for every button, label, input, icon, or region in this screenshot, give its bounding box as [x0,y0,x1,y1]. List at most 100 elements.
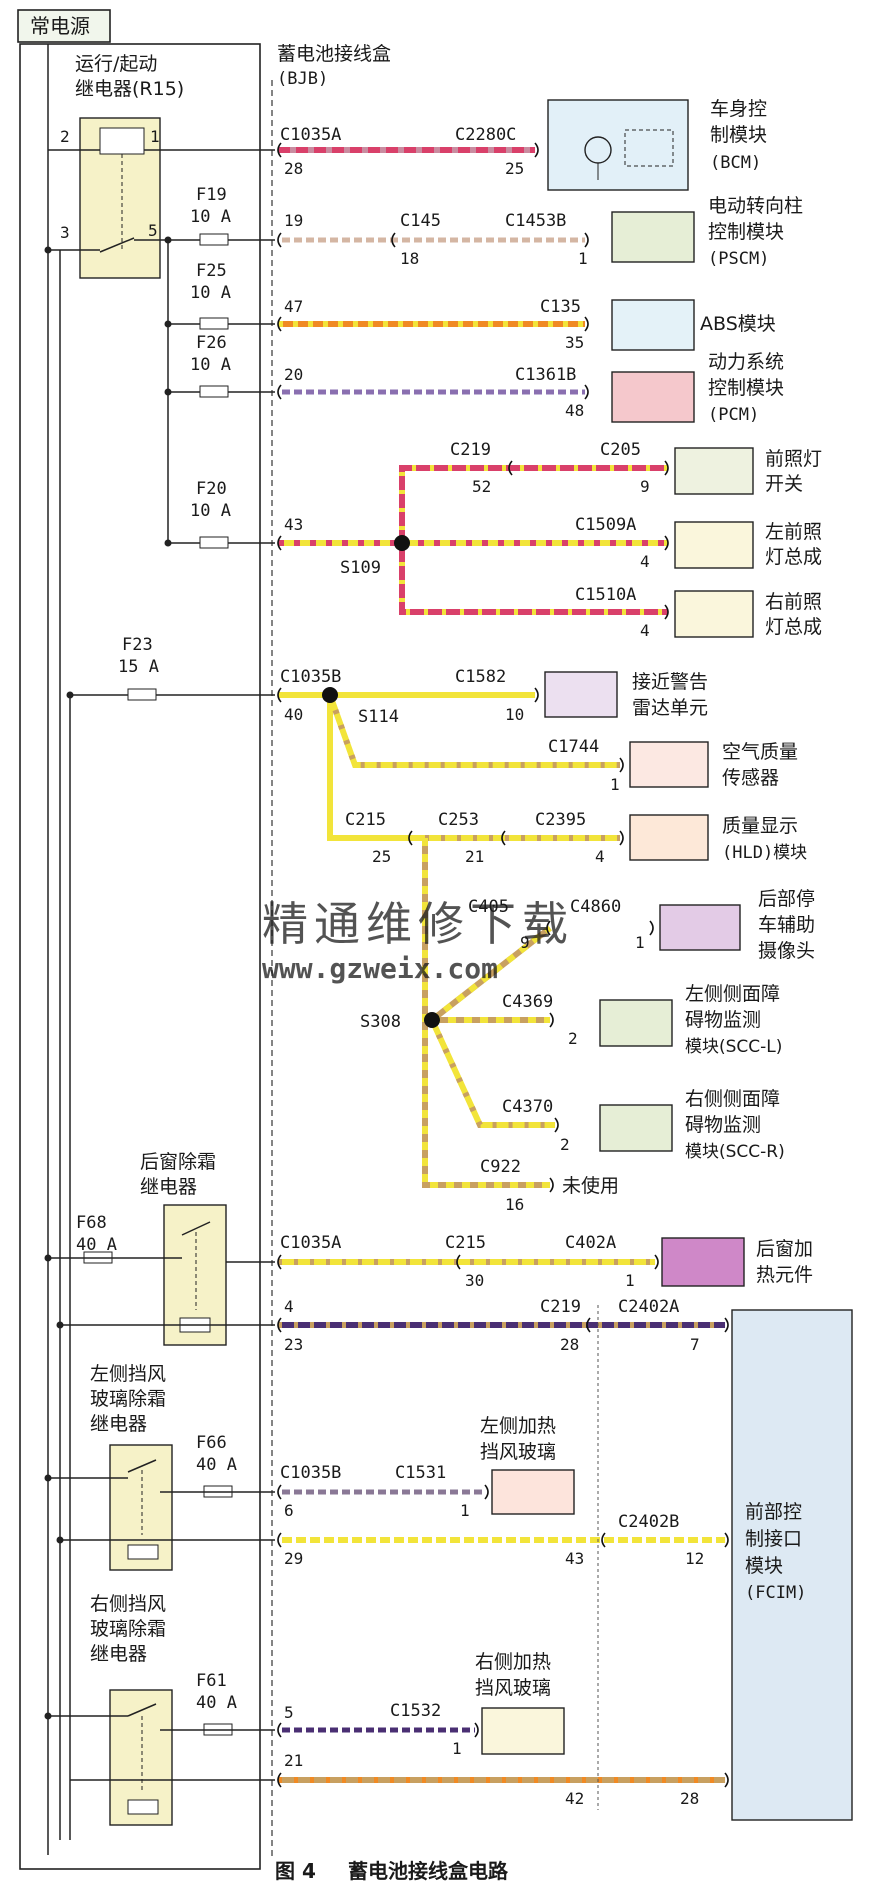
right-ws-heat-label-2: 挡风玻璃 [475,1677,551,1699]
svg-text:10 A: 10 A [190,283,231,303]
rear-defrost-relay-label-2: 继电器 [140,1176,197,1198]
svg-text:F26: F26 [196,333,227,353]
svg-text:42: 42 [565,1789,584,1808]
svg-text:29: 29 [284,1549,303,1568]
svg-text:16: 16 [505,1195,524,1214]
fcim-label-1: 前部控 [745,1501,802,1523]
watermark-url: www.gzweix.com [262,952,498,985]
scc-r-label-1: 右侧侧面障 [685,1088,780,1110]
svg-text:19: 19 [284,211,303,230]
pscm-label-2: 控制模块 [708,221,784,243]
svg-text:52: 52 [472,477,491,496]
relay-pin-3: 3 [60,223,70,242]
svg-text:28: 28 [284,159,303,178]
svg-text:1: 1 [460,1501,470,1520]
svg-text:12: 12 [685,1549,704,1568]
rear-camera-label-1: 后部停 [758,888,815,910]
connector-c1453b: C1453B [505,211,566,231]
scc-l-label-3: 模块(SCC-L) [685,1037,782,1057]
headlamp-switch-label-2: 开关 [765,473,803,495]
connector-c219: C219 [450,440,491,460]
splice-s308-dot [424,1012,440,1028]
connector-c253: C253 [438,810,479,830]
pscm-module [611,211,695,263]
svg-text:43: 43 [284,515,303,534]
svg-text:21: 21 [465,847,484,866]
svg-text:F23: F23 [122,635,153,655]
pscm-label-3: (PSCM) [708,249,769,269]
scc-l-label-1: 左侧侧面障 [685,983,780,1005]
hld-label-1: 质量显示 [722,815,798,837]
right-ws-heat-label-1: 右侧加热 [475,1651,551,1673]
run-start-relay-label-2: 继电器(R15) [75,78,184,100]
pcm-label-2: 控制模块 [708,377,784,399]
connector-c405: C405 [468,897,509,917]
proximity-label-1: 接近警告 [632,671,708,693]
connector-c1582: C1582 [455,667,506,687]
svg-text:10 A: 10 A [190,207,231,227]
wire-c1035b-tree [278,692,620,1188]
svg-text:43: 43 [565,1549,584,1568]
fcim-label-2: 制接口 [745,1528,802,1550]
unused-label: 未使用 [562,1175,619,1197]
right-ws-heater [481,1707,565,1755]
fuse-f61: F61 40 A [196,1671,237,1736]
connector-c1035b: C1035B [280,667,341,687]
rear-camera-label-2: 车辅助 [758,914,815,936]
svg-text:5: 5 [284,1703,294,1722]
air-quality-label-2: 传感器 [722,767,779,789]
connector-c4860: C4860 [570,897,621,917]
rear-heater-label-2: 热元件 [756,1264,813,1286]
headlamp-switch-label-1: 前照灯 [765,448,822,470]
svg-text:10 A: 10 A [190,355,231,375]
connector-c145: C145 [400,211,441,231]
connector-c1035b-2: C1035B [280,1463,341,1483]
svg-text:47: 47 [284,297,303,316]
rf-headlamp-label-1: 右前照 [765,591,822,613]
svg-text:20: 20 [284,365,303,384]
svg-text:35: 35 [565,333,584,352]
relay-pin-2: 2 [60,127,70,146]
fuse-f20: F20 10 A [164,479,275,549]
svg-text:28: 28 [680,1789,699,1808]
pin-numbers: 28 25 19 18 1 47 35 20 48 52 9 43 4 4 40… [284,159,704,1808]
svg-text:40 A: 40 A [76,1235,117,1255]
bcm-label-3: (BCM) [710,153,761,173]
power-label-box [17,9,111,43]
lf-headlamp-label-2: 灯总成 [765,546,822,568]
svg-text:9: 9 [520,933,530,952]
bjb-label: 蓄电池接线盒 [277,43,391,65]
rear-heater-element [661,1237,745,1287]
svg-text:30: 30 [465,1271,484,1290]
left-ws-relay-label-2: 玻璃除霜 [90,1388,166,1410]
svg-text:1: 1 [578,249,588,268]
hld-module [629,814,709,861]
svg-text:18: 18 [400,249,419,268]
hld-label-2: (HLD)模块 [722,843,807,863]
abs-label: ABS模块 [700,313,776,335]
right-ws-relay-label-2: 玻璃除霜 [90,1618,166,1640]
fcim-label-3: 模块 [745,1555,783,1577]
svg-text:10: 10 [505,705,524,724]
connector-c1532: C1532 [390,1701,441,1721]
lf-headlamp-module [674,521,754,569]
left-ws-relay-label-1: 左侧挡风 [90,1363,166,1385]
fuse-f26: F26 10 A [164,333,275,398]
pcm-module [611,371,695,423]
scc-r-label-2: 碍物监测 [685,1114,761,1136]
svg-text:1: 1 [610,775,620,794]
fuse-f25: F25 10 A [164,261,275,330]
splice-s114-label: S114 [358,707,399,727]
fuse-f19: F19 10 A [190,185,231,246]
fcim-label-4: (FCIM) [745,1583,806,1603]
connector-c1509a: C1509A [575,515,636,535]
connector-c1035a: C1035A [280,125,341,145]
svg-text:F20: F20 [196,479,227,499]
svg-text:7: 7 [690,1335,700,1354]
bcm-label-2: 制模块 [710,124,767,146]
svg-text:25: 25 [505,159,524,178]
rear-camera-module [659,904,741,951]
proximity-radar-module [544,671,618,718]
